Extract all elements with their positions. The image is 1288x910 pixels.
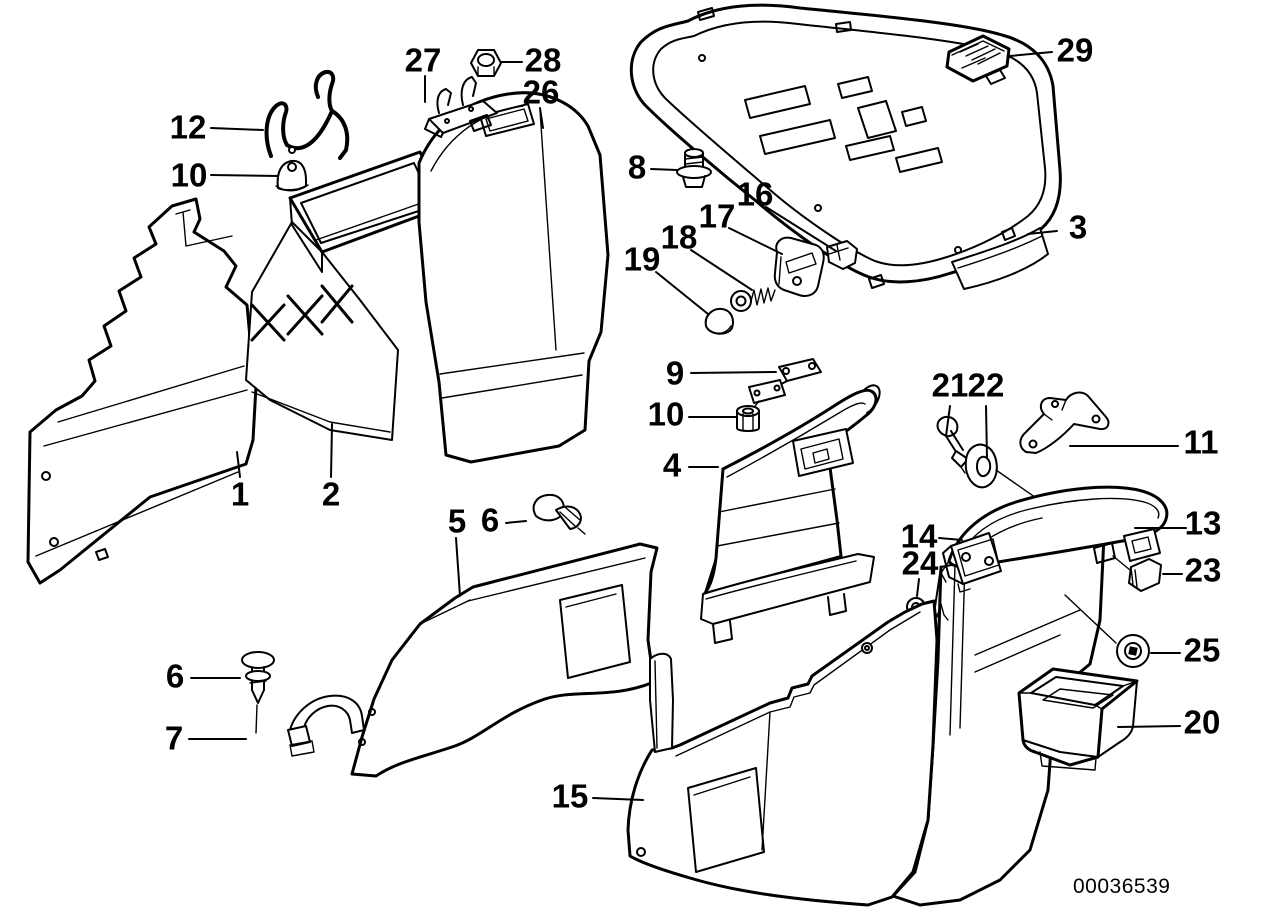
callout-leader-22 [985,405,988,459]
callout-label-6: 6 [166,658,184,695]
part-17-latch-housing [773,236,825,297]
part-7-arch-bracket [287,694,365,757]
part-20-storage-bin [1017,667,1139,771]
part-25-grommet [1116,634,1150,668]
callout-leader-16 [765,206,837,252]
callout-label-5: 5 [448,503,466,540]
callout-leader-3 [1027,230,1058,235]
callout-leader-19 [655,271,709,315]
part-10-dome-grommet [275,159,309,192]
callout-leader-17 [728,227,783,255]
callout-leader-14 [938,537,963,541]
callout-label-4: 4 [663,447,682,484]
part-23-end-cap [1128,558,1162,592]
callout-leader-12 [210,127,264,131]
callout-leader-2 [330,423,333,478]
part-28-hex-nut [470,49,502,77]
callout-leader-6 [505,520,527,524]
callout-label-6: 6 [481,502,499,539]
callout-label-10: 10 [171,157,208,194]
callout-label-19: 19 [624,241,661,278]
callout-label-29: 29 [1057,32,1094,69]
part-6-expanding-rivet-lower [241,651,275,734]
part-15-rear-floor-panel [626,599,939,907]
callout-label-26: 26 [523,74,560,111]
part-29-box [945,34,1011,85]
part-1-side-trim-panel [26,197,264,585]
callout-label-9: 9 [666,355,684,392]
part-14-plate-bracket [942,532,1002,593]
part-8-push-rivet [676,148,712,188]
part-6-expanding-rivet-upper [532,493,586,535]
callout-leader-18 [690,249,753,291]
callout-label-8: 8 [628,149,646,186]
callout-label-22: 22 [968,367,1005,404]
callout-leader-1 [236,451,241,478]
callout-label-10: 10 [648,396,685,433]
callout-label-12: 12 [170,109,207,146]
callout-label-7: 7 [165,720,183,757]
part-21-clip [936,415,969,474]
part-10-nut [736,405,760,432]
part-27-bracket [424,76,498,138]
callout-label-3: 3 [1069,209,1087,246]
part-9-strap-bracket [748,358,822,411]
part-18-screw [730,287,776,312]
part-11-bracket [1019,391,1110,454]
callout-label-24: 24 [902,545,939,582]
callout-label-16: 16 [737,176,774,213]
callout-label-27: 27 [405,42,442,79]
callout-leader-9 [690,371,777,374]
diagram-code: 00036539 [1073,875,1170,898]
callout-label-1: 1 [231,476,249,513]
part-5-floor-trim-panel [350,542,659,778]
callout-leader-21 [945,405,951,437]
callout-leader-15 [592,797,644,801]
part-22-washer [964,443,1063,517]
callout-label-11: 11 [1184,424,1219,461]
callout-label-18: 18 [661,219,698,256]
callout-leader-10 [210,174,279,177]
part-12-wire-bracket [264,69,350,160]
callout-label-14: 14 [901,518,938,555]
callout-label-28: 28 [525,42,562,79]
callout-leader-5 [455,537,461,597]
callout-label-17: 17 [699,198,736,235]
callout-label-25: 25 [1184,632,1221,669]
callout-label-2: 2 [322,476,340,513]
callout-label-15: 15 [552,778,589,815]
callout-label-13: 13 [1185,505,1222,542]
callout-leader-29 [1009,51,1053,57]
part-3-parcel-shelf [629,3,1062,290]
callout-leader-26 [539,107,544,129]
part-4-console-trim [700,384,881,644]
part-2-trim-panel [245,150,448,441]
callout-leader-24 [916,578,920,597]
callout-label-20: 20 [1184,704,1221,741]
part-26-trim-panel [417,91,610,464]
callout-label-21: 21 [932,367,969,404]
callout-leader-8 [650,168,678,171]
part-19-cap [704,307,734,335]
callout-leader-20 [1117,725,1181,728]
part-16-clip [826,240,858,270]
callout-label-23: 23 [1185,552,1222,589]
